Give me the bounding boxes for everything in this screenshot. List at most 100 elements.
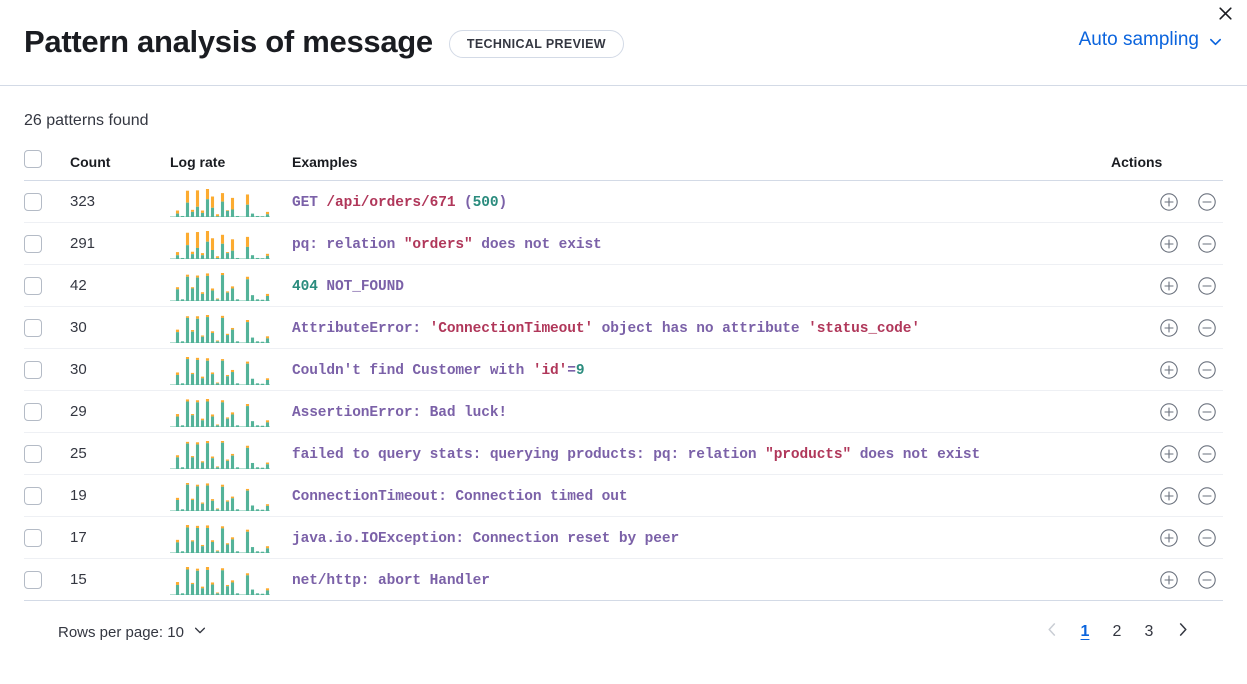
row-log-rate-cell	[170, 474, 292, 517]
row-count-cell: 15	[70, 558, 170, 601]
row-log-rate-cell	[170, 432, 292, 475]
minus-in-circle-icon[interactable]	[1197, 318, 1217, 338]
count-value: 17	[70, 528, 87, 546]
plus-in-circle-icon[interactable]	[1159, 318, 1179, 338]
page-title: Pattern analysis of message	[24, 23, 433, 59]
row-example-cell: Couldn't find Customer with 'id'=9	[292, 348, 1111, 391]
row-actions-cell	[1111, 222, 1223, 265]
row-log-rate-cell	[170, 180, 292, 223]
minus-in-circle-icon[interactable]	[1197, 360, 1217, 380]
row-checkbox[interactable]	[24, 360, 42, 379]
table-row[interactable]: 30 Couldn't find Customer with 'id'=9	[24, 348, 1223, 391]
panel-body: 26 patterns found Count Log rate Example…	[0, 86, 1247, 647]
example-pattern-text: AssertionError: Bad luck!	[292, 404, 508, 421]
row-checkbox[interactable]	[24, 486, 42, 505]
pagination-page-3[interactable]: 3	[1135, 617, 1163, 647]
row-count-cell: 30	[70, 306, 170, 349]
example-pattern-text: pq: relation "orders" does not exist	[292, 236, 602, 253]
row-checkbox[interactable]	[24, 192, 42, 211]
plus-in-circle-icon[interactable]	[1159, 528, 1179, 548]
plus-in-circle-icon[interactable]	[1159, 234, 1179, 254]
row-actions-cell	[1111, 390, 1223, 433]
row-count-cell: 19	[70, 474, 170, 517]
log-rate-sparkline	[170, 355, 292, 385]
plus-in-circle-icon[interactable]	[1159, 192, 1179, 212]
row-log-rate-cell	[170, 348, 292, 391]
row-log-rate-cell	[170, 264, 292, 307]
row-select-cell	[24, 348, 70, 391]
pagination-prev-button[interactable]	[1037, 617, 1067, 647]
row-count-cell: 42	[70, 264, 170, 307]
count-value: 30	[70, 318, 87, 336]
row-checkbox[interactable]	[24, 528, 42, 547]
select-all-checkbox[interactable]	[24, 150, 42, 168]
row-actions-cell	[1111, 516, 1223, 559]
chevron-down-icon	[193, 623, 207, 641]
row-checkbox[interactable]	[24, 276, 42, 295]
count-value: 29	[70, 402, 87, 420]
rows-per-page-label: Rows per page: 10	[58, 623, 184, 641]
close-button[interactable]	[1212, 2, 1238, 28]
minus-in-circle-icon[interactable]	[1197, 192, 1217, 212]
minus-in-circle-icon[interactable]	[1197, 444, 1217, 464]
pagination-page-1[interactable]: 1	[1071, 617, 1099, 647]
plus-in-circle-icon[interactable]	[1159, 276, 1179, 296]
row-actions-cell	[1111, 348, 1223, 391]
minus-in-circle-icon[interactable]	[1197, 528, 1217, 548]
row-select-cell	[24, 474, 70, 517]
log-rate-sparkline	[170, 481, 292, 511]
select-all-header	[24, 150, 70, 181]
row-log-rate-cell	[170, 306, 292, 349]
minus-in-circle-icon[interactable]	[1197, 402, 1217, 422]
row-example-cell: pq: relation "orders" does not exist	[292, 222, 1111, 265]
log-rate-sparkline	[170, 187, 292, 217]
log-rate-sparkline	[170, 397, 292, 427]
minus-in-circle-icon[interactable]	[1197, 486, 1217, 506]
column-header-log-rate: Log rate	[170, 150, 292, 181]
table-row[interactable]: 29 AssertionError: Bad luck!	[24, 390, 1223, 433]
row-checkbox[interactable]	[24, 570, 42, 589]
row-actions-cell	[1111, 432, 1223, 475]
minus-in-circle-icon[interactable]	[1197, 234, 1217, 254]
column-header-actions: Actions	[1111, 150, 1223, 181]
row-checkbox[interactable]	[24, 444, 42, 463]
row-example-cell: net/http: abort Handler	[292, 558, 1111, 601]
auto-sampling-button[interactable]: Auto sampling	[1079, 29, 1223, 51]
patterns-found-count: 26 patterns found	[24, 112, 149, 129]
example-pattern-text: AttributeError: 'ConnectionTimeout' obje…	[292, 320, 920, 337]
table-header: Count Log rate Examples Actions	[24, 150, 1223, 181]
table-row[interactable]: 30 AttributeError: 'ConnectionTimeout' ob…	[24, 306, 1223, 349]
rows-per-page-button[interactable]: Rows per page: 10	[58, 623, 207, 641]
row-example-cell: AttributeError: 'ConnectionTimeout' obje…	[292, 306, 1111, 349]
chevron-right-icon	[1175, 622, 1190, 642]
row-checkbox[interactable]	[24, 318, 42, 337]
minus-in-circle-icon[interactable]	[1197, 570, 1217, 590]
row-count-cell: 30	[70, 348, 170, 391]
row-select-cell	[24, 306, 70, 349]
count-value: 42	[70, 276, 87, 294]
plus-in-circle-icon[interactable]	[1159, 570, 1179, 590]
row-select-cell	[24, 516, 70, 559]
plus-in-circle-icon[interactable]	[1159, 444, 1179, 464]
pagination-next-button[interactable]	[1167, 617, 1197, 647]
column-header-examples: Examples	[292, 150, 1111, 181]
row-select-cell	[24, 222, 70, 265]
plus-in-circle-icon[interactable]	[1159, 402, 1179, 422]
pagination-page-2[interactable]: 2	[1103, 617, 1131, 647]
minus-in-circle-icon[interactable]	[1197, 276, 1217, 296]
table-row[interactable]: 15 net/http: abort Handler	[24, 558, 1223, 601]
plus-in-circle-icon[interactable]	[1159, 486, 1179, 506]
row-checkbox[interactable]	[24, 402, 42, 421]
plus-in-circle-icon[interactable]	[1159, 360, 1179, 380]
row-count-cell: 17	[70, 516, 170, 559]
row-count-cell: 25	[70, 432, 170, 475]
row-checkbox[interactable]	[24, 234, 42, 253]
